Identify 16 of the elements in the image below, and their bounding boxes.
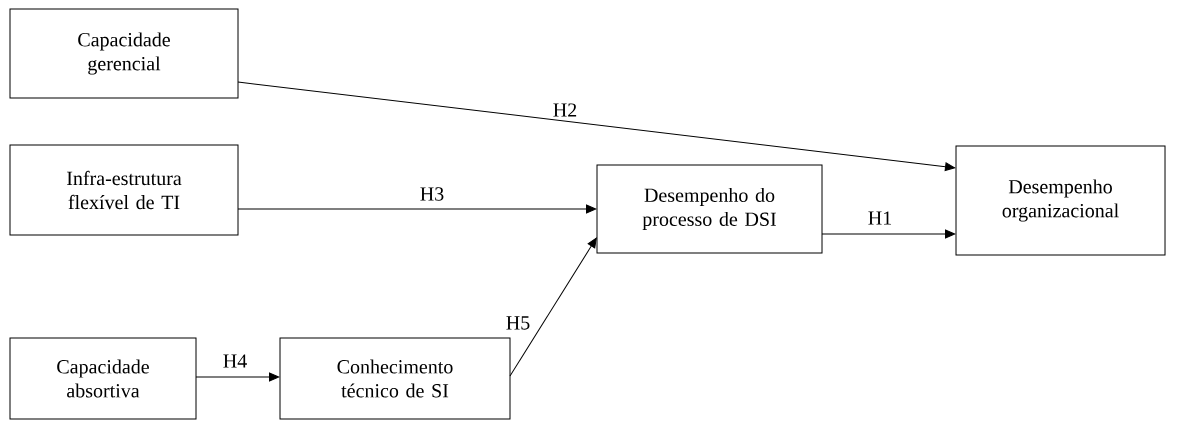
edge-label: H5 (504, 315, 532, 331)
process-box: Conhecimento técnico de SI (279, 337, 511, 420)
edge-label: H1 (866, 210, 894, 226)
edge-label: H2 (551, 102, 579, 118)
arrow (237, 81, 956, 172)
arrow (195, 372, 280, 382)
process-box: Infra-estrutura flexível de TI (9, 144, 239, 236)
process-box: Desempenho do processo de DSI (596, 164, 823, 254)
edge-label: H4 (221, 353, 249, 369)
arrow (237, 204, 597, 214)
edge-label: H3 (418, 186, 446, 202)
arrow (821, 229, 956, 239)
process-box: Desempenho organizacional (955, 145, 1166, 256)
arrow (509, 237, 597, 377)
process-box: Capacidade absortiva (9, 337, 197, 420)
process-box: Capacidade gerencial (9, 8, 239, 99)
